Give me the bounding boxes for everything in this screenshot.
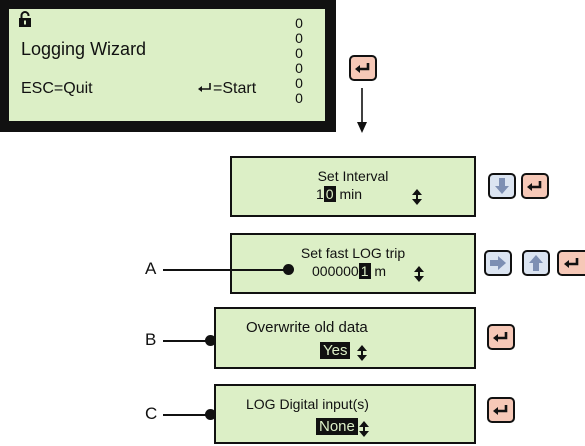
interval-title: Set Interval	[317, 168, 389, 184]
callout-b-line	[163, 340, 211, 342]
callout-a-label: A	[145, 259, 157, 278]
status-indicator: 0	[295, 60, 303, 76]
status-indicator: 0	[295, 30, 303, 46]
status-indicator: 0	[295, 90, 303, 106]
enter-key-icon	[355, 63, 370, 73]
callout-b-dot	[205, 335, 216, 346]
enter-key-icon	[564, 258, 579, 268]
up-arrow-key-icon	[529, 255, 543, 271]
callout-a-line	[163, 269, 288, 271]
up-key[interactable]	[522, 250, 550, 276]
right-key[interactable]	[484, 250, 512, 276]
digital-input-value: None	[316, 418, 358, 435]
interval-value-cursor: 0	[323, 186, 336, 202]
fast-log-title: Set fast LOG trip	[300, 245, 406, 261]
down-arrow-key-icon	[495, 178, 509, 194]
interval-value-prefix: 1	[316, 186, 324, 202]
enter-key[interactable]	[521, 173, 549, 199]
overwrite-value-wrap: Yes	[320, 342, 351, 359]
digital-input-value-wrap: None	[316, 418, 358, 435]
up-down-arrows-icon	[414, 266, 424, 282]
digital-input-title: LOG Digital input(s)	[246, 396, 369, 412]
callout-c-label: C	[145, 404, 158, 423]
enter-key[interactable]	[557, 250, 585, 276]
lock-icon	[19, 11, 31, 27]
status-indicator-column: 0 0 0 0 0 0	[292, 16, 306, 106]
overwrite-panel: Overwrite old data Yes	[214, 307, 476, 369]
up-down-arrows-icon	[412, 189, 422, 205]
fast-log-value-cursor: 1	[358, 263, 371, 279]
callout-b-label: B	[145, 330, 157, 349]
enter-key[interactable]	[349, 55, 377, 81]
callout-c-line	[163, 414, 211, 416]
flow-down-arrow	[357, 88, 367, 133]
up-down-arrows-icon	[359, 421, 369, 437]
interval-unit: min	[339, 186, 363, 202]
start-hint: =Start	[197, 80, 256, 98]
fast-log-unit: m	[374, 263, 387, 279]
up-down-arrows-icon	[357, 345, 367, 361]
overwrite-value: Yes	[320, 342, 351, 359]
enter-key[interactable]	[487, 397, 515, 423]
enter-key-icon	[493, 332, 508, 342]
enter-key-icon	[493, 405, 508, 415]
enter-symbol-icon	[198, 83, 211, 92]
start-hint-text: =Start	[213, 80, 257, 97]
callout-a-dot	[283, 264, 294, 275]
status-indicator: 0	[295, 15, 303, 31]
overwrite-title: Overwrite old data	[246, 319, 368, 336]
digital-input-panel: LOG Digital input(s) None	[214, 384, 476, 444]
right-arrow-key-icon	[490, 256, 506, 270]
enter-key-icon	[527, 181, 542, 191]
status-indicator: 0	[295, 45, 303, 61]
escape-hint: ESC=Quit	[21, 80, 93, 97]
fast-log-value-prefix: 000000	[312, 263, 359, 279]
lcd-title: Logging Wizard	[21, 39, 147, 59]
enter-key[interactable]	[487, 324, 515, 350]
callout-c-dot	[205, 409, 216, 420]
main-lcd-screen: Logging Wizard ESC=Quit =Start 0 0 0 0 0…	[9, 9, 325, 121]
status-indicator: 0	[295, 75, 303, 91]
down-key[interactable]	[488, 173, 516, 199]
